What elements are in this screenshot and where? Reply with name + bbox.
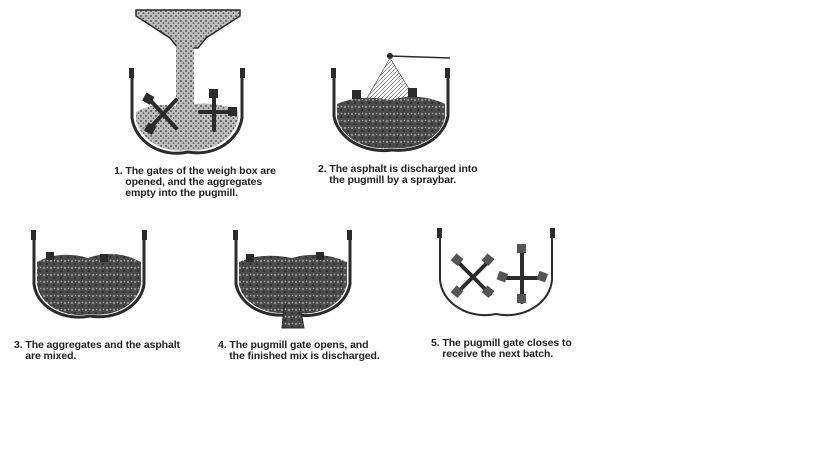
step-2-figure <box>331 53 450 151</box>
aggregate-stream <box>176 46 194 108</box>
discharged-mix <box>282 306 304 328</box>
spraybar <box>390 56 450 58</box>
step-1-caption: 1. The gates of the weigh box are opened… <box>114 166 276 199</box>
step-5-figure <box>437 228 555 315</box>
step-4-caption: 4. The pugmill gate opens, and the finis… <box>218 340 380 362</box>
pugmill-post-left <box>129 68 134 78</box>
step-2-caption: 2. The asphalt is discharged into the pu… <box>318 164 478 186</box>
mixed-material <box>239 255 347 314</box>
pugmill-body <box>440 234 552 315</box>
step-3-figure <box>31 230 147 317</box>
mixed-material <box>37 254 141 315</box>
step-5-caption: 5. The pugmill gate closes to receive th… <box>431 338 572 360</box>
step-1-figure <box>129 10 245 153</box>
pugmill-post-right <box>240 68 245 78</box>
step-4-figure <box>233 230 352 328</box>
step-3-caption: 3. The aggregates and the asphalt are mi… <box>14 340 180 362</box>
weigh-box <box>136 10 240 48</box>
